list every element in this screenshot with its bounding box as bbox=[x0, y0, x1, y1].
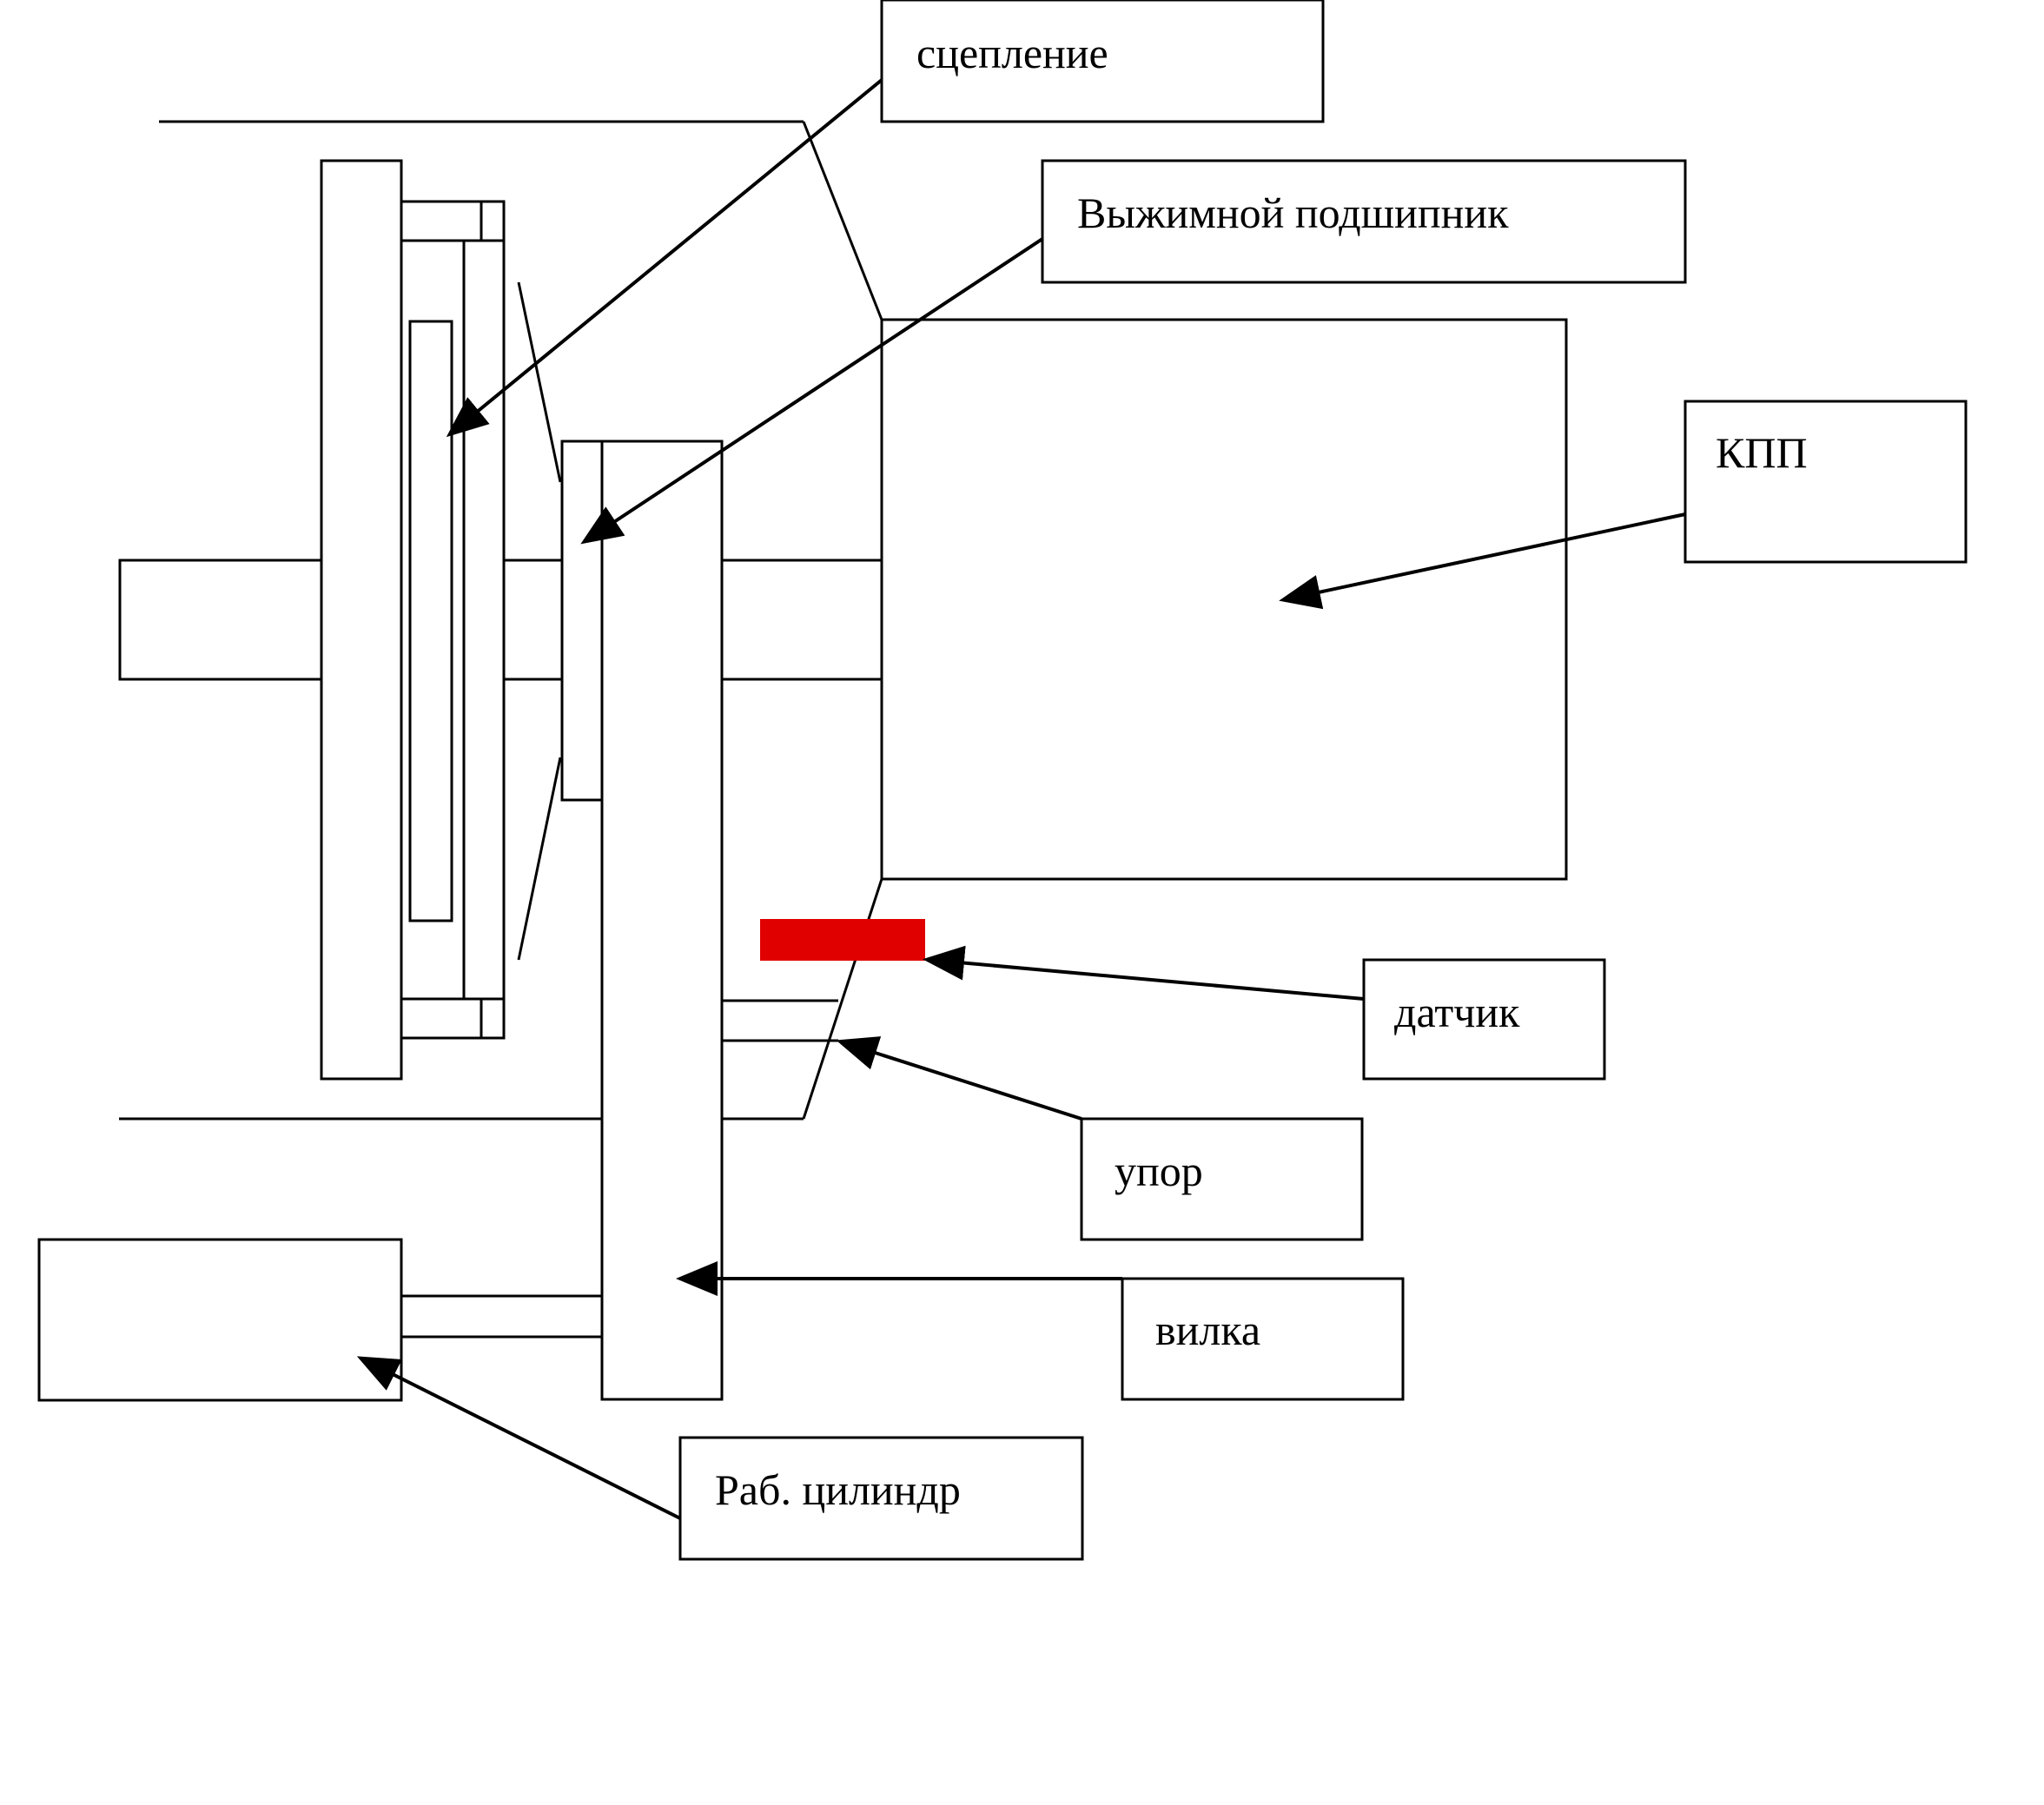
label-gearbox: КПП bbox=[1683, 400, 1968, 564]
sensor-block bbox=[760, 919, 925, 961]
label-fork-text: вилка bbox=[1155, 1306, 1260, 1354]
release-bearing bbox=[560, 440, 605, 802]
slave-cylinder bbox=[37, 1238, 604, 1402]
label-slave-cylinder: Раб. цилиндр bbox=[678, 1436, 1084, 1561]
arrow-clutch bbox=[446, 78, 883, 438]
arrow-gearbox bbox=[1279, 512, 1686, 610]
arrow-slave-cylinder bbox=[356, 1356, 681, 1520]
label-release-bearing-text: Выжимной подшипник bbox=[1077, 188, 1509, 237]
label-clutch: сцепление bbox=[880, 0, 1325, 123]
gearbox-body bbox=[880, 318, 1568, 881]
label-stop-text: упор bbox=[1115, 1147, 1203, 1195]
clutch-disc bbox=[408, 320, 453, 922]
label-sensor-text: датчик bbox=[1394, 988, 1520, 1036]
label-gearbox-text: КПП bbox=[1716, 428, 1808, 477]
label-sensor: датчик bbox=[1362, 958, 1606, 1081]
diaphragm-spring bbox=[517, 281, 562, 961]
flywheel bbox=[320, 159, 403, 1081]
stop-bracket bbox=[722, 999, 838, 1042]
arrow-release-bearing bbox=[580, 237, 1044, 545]
arrow-stop bbox=[836, 1036, 1082, 1121]
arrow-sensor bbox=[923, 945, 1365, 1001]
label-stop: упор bbox=[1080, 1117, 1364, 1241]
release-fork bbox=[600, 440, 724, 1401]
leader-arrows bbox=[356, 78, 1686, 1520]
label-fork: вилка bbox=[1121, 1277, 1405, 1401]
label-clutch-text: сцепление bbox=[916, 29, 1108, 77]
label-release-bearing: Выжимной подшипник bbox=[1041, 159, 1687, 284]
label-slave-cylinder-text: Раб. цилиндр bbox=[715, 1465, 961, 1514]
